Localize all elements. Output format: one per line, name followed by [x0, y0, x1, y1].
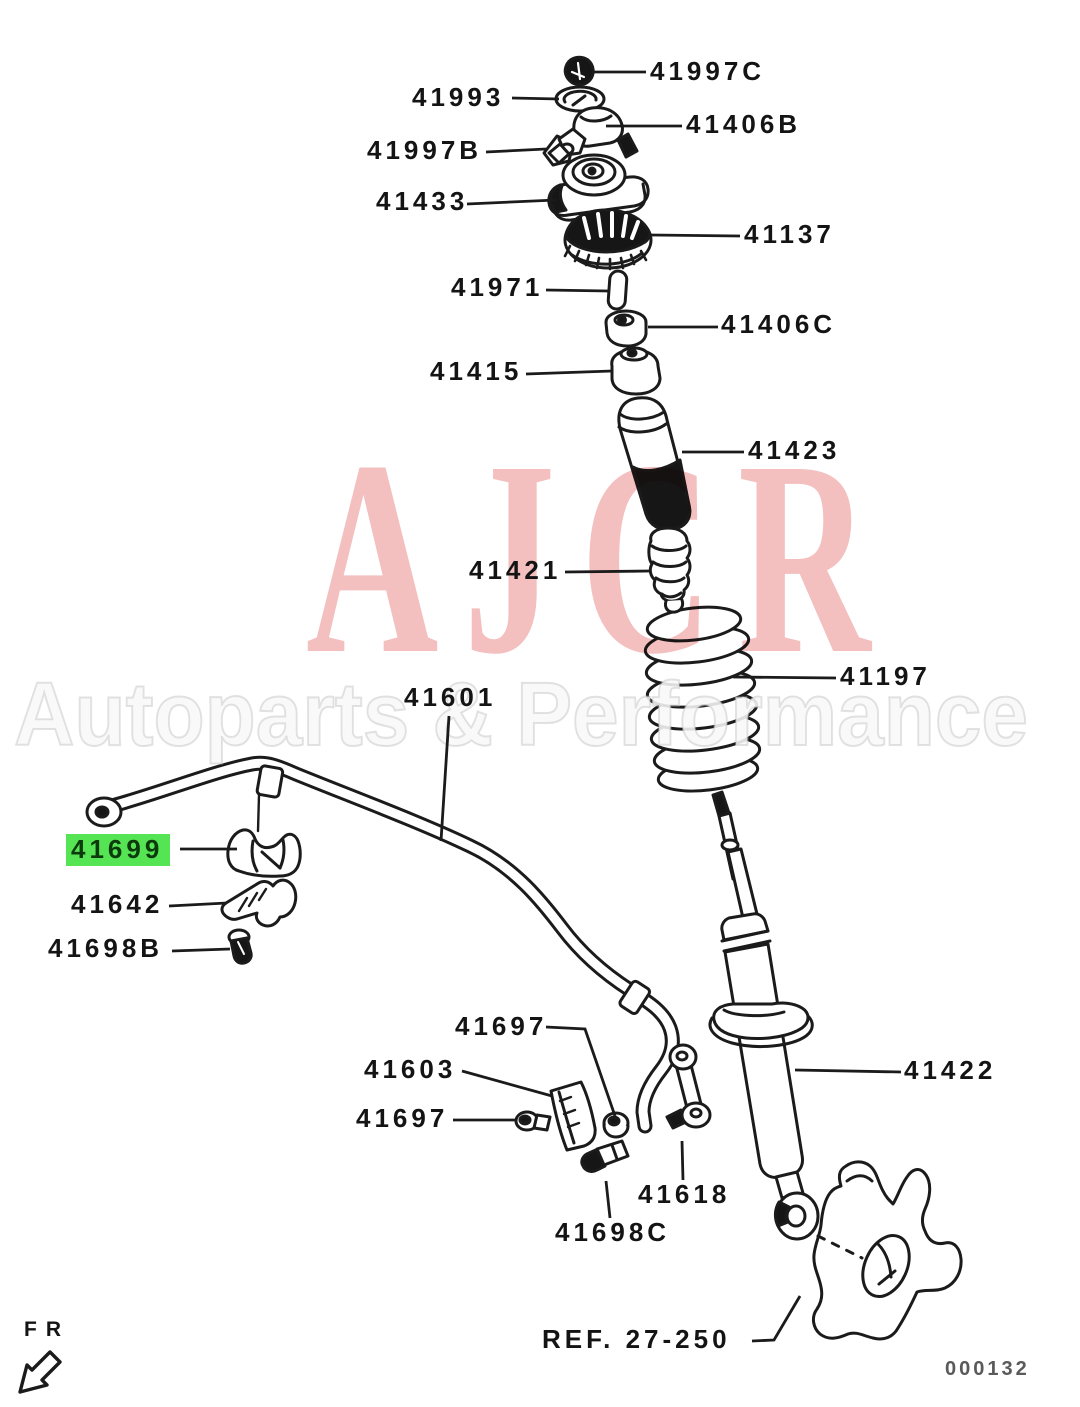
part-label-ref-27-250: REF. 27-250 — [542, 1324, 731, 1354]
clamp-bolt-drawing — [514, 1110, 552, 1132]
part-label-41422: 41422 — [904, 1055, 997, 1085]
drawing-code: 000132 — [945, 1358, 1030, 1380]
upper-mount-nut-drawing — [563, 55, 595, 87]
part-label-41406c: 41406C — [721, 309, 837, 339]
part-label-41415: 41415 — [430, 356, 523, 386]
stabilizer-bolt-drawing — [227, 928, 253, 965]
upper-cap-drawing — [572, 106, 624, 148]
part-label-41433: 41433 — [376, 186, 469, 216]
part-label-41997c: 41997C — [650, 56, 766, 86]
part-label-41697: 41697 — [455, 1011, 548, 1041]
watermark-brand: AJCR — [306, 404, 896, 712]
stopper-cup-drawing — [610, 346, 662, 396]
part-label-41618: 41618 — [638, 1179, 731, 1209]
strut-mount-drawing — [547, 132, 650, 222]
part-label-41137: 41137 — [744, 219, 835, 249]
part-label-41406b: 41406B — [686, 109, 802, 139]
spacer-drawing — [606, 269, 629, 311]
part-label-41997b: 41997B — [367, 135, 483, 165]
stabilizer-bar-drawing — [85, 755, 680, 1134]
part-label-41642: 41642 — [71, 889, 164, 919]
part-label-41423: 41423 — [748, 435, 841, 465]
coil-spring-drawing — [643, 605, 762, 793]
bushing-drawing — [604, 309, 648, 348]
steering-knuckle-drawing — [811, 1160, 963, 1341]
spring-seat-drawing — [563, 208, 653, 271]
part-label-41699: 41699 — [66, 834, 171, 867]
part-label-41421: 41421 — [469, 555, 562, 585]
part-label-41601: 41601 — [404, 682, 497, 712]
shock-absorber-drawing — [708, 790, 820, 1241]
part-label-41698c: 41698C — [555, 1217, 671, 1247]
washer-drawing — [554, 85, 606, 113]
part-label-41197: 41197 — [840, 661, 931, 691]
front-direction-label: FR — [24, 1318, 70, 1341]
part-label-41993: 41993 — [412, 82, 505, 112]
clamp-washer-drawing — [602, 1111, 630, 1139]
stabilizer-bracket-drawing — [220, 878, 298, 928]
part-label-41603: 41603 — [364, 1054, 457, 1084]
front-direction-arrow-icon — [18, 1350, 62, 1394]
watermark-tagline: Autoparts & Performance — [13, 664, 1029, 766]
stabilizer-bushing-drawing — [226, 828, 302, 878]
bump-stopper-drawing — [647, 526, 692, 614]
part-label-41698b: 41698B — [48, 933, 164, 963]
stabilizer-link-drawing — [665, 1043, 712, 1130]
link-bolt-drawing — [580, 1139, 630, 1173]
part-label-41971: 41971 — [451, 272, 544, 302]
part-label-41697: 41697 — [356, 1103, 449, 1133]
